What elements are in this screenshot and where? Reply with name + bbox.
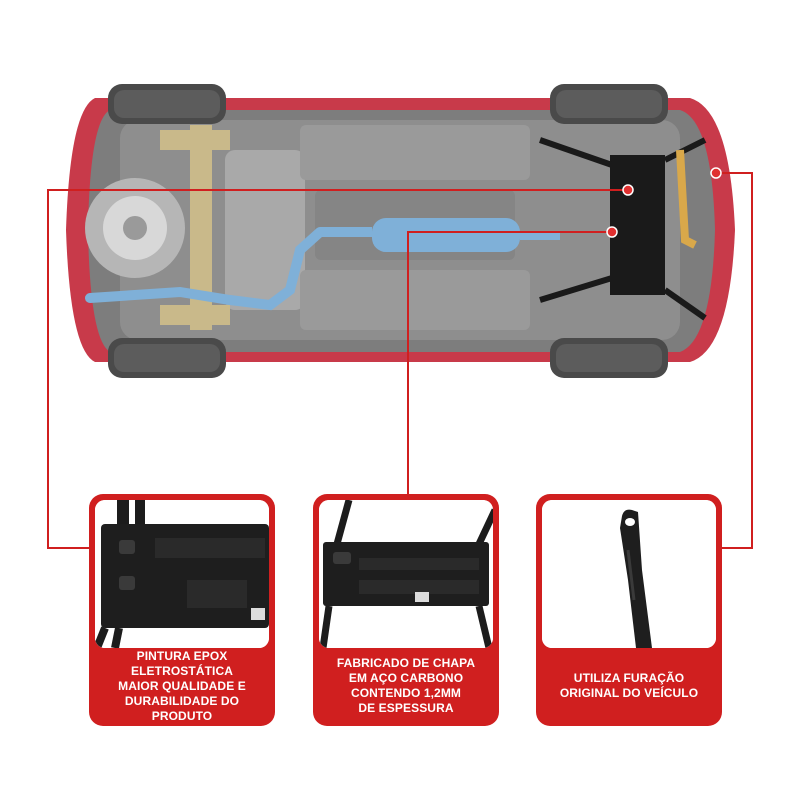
callout-line-1: [47, 189, 628, 549]
frame-edge-image: [319, 500, 493, 648]
feature-caption: UTILIZA FURAÇÃO ORIGINAL DO VEÍCULO: [559, 671, 699, 700]
feature-caption: PINTURA EPOX ELETROSTÁTICA MAIOR QUALIDA…: [118, 648, 246, 723]
feature-caption: FABRICADO DE CHAPA EM AÇO CARBONO CONTEN…: [336, 656, 476, 715]
feature-card-original-holes: UTILIZA FURAÇÃO ORIGINAL DO VEÍCULO: [536, 494, 722, 726]
feature-card-carbon-steel: FABRICADO DE CHAPA EM AÇO CARBONO CONTEN…: [313, 494, 499, 726]
callout-dot-1: [622, 184, 634, 196]
callout-dot-2: [606, 226, 618, 238]
callout-line-3: [716, 172, 753, 549]
callout-dot-3: [710, 167, 722, 179]
callout-line-2: [407, 231, 612, 494]
bracket-closeup-image: [542, 500, 716, 648]
feature-card-epoxy-paint: PINTURA EPOX ELETROSTÁTICA MAIOR QUALIDA…: [89, 494, 275, 726]
frame-closeup-image: [95, 500, 269, 648]
